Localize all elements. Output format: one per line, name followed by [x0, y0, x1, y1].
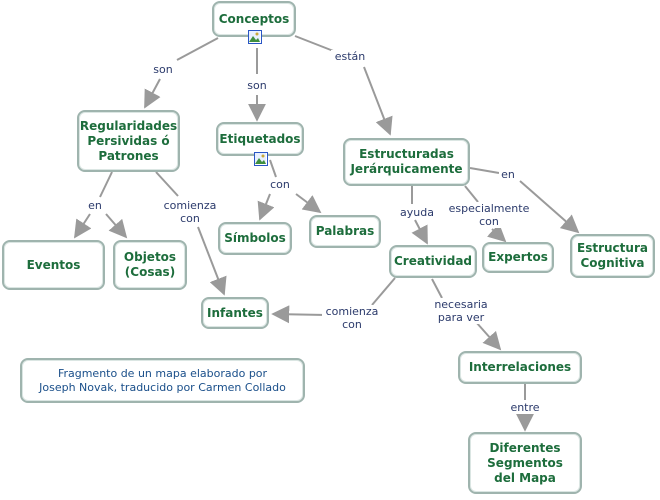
concept-node-palabras[interactable]: Palabras: [309, 215, 381, 248]
connector-conceptos-estan: [294, 35, 337, 53]
link-label-con: con: [268, 178, 292, 191]
concept-node-eventos[interactable]: Eventos: [2, 240, 105, 290]
connector-estan-estructuradas: [363, 66, 393, 136]
connector-estructuradas-en: [469, 167, 500, 174]
link-label-comienza-con-top: comienza con: [160, 199, 220, 225]
connector-en-estructura: [519, 180, 580, 234]
connector-con-simbolos: [257, 193, 275, 221]
connector-comienza-infantes-bottom: [271, 305, 327, 324]
connector-comienza-infantes: [197, 226, 227, 296]
link-label-comienza-con-bottom: comienza con: [322, 305, 382, 331]
link-label-son-left: son: [150, 63, 176, 76]
link-label-necesaria-para-ver: necesaria para ver: [430, 298, 492, 324]
concept-node-etiquetados[interactable]: Etiquetados: [216, 122, 304, 156]
connector-regularidades-en: [99, 171, 113, 198]
concept-node-objetos[interactable]: Objetos (Cosas): [113, 240, 187, 290]
concept-node-expertos[interactable]: Expertos: [482, 242, 554, 273]
connector-ayuda-creatividad: [411, 219, 428, 245]
link-label-estan: están: [331, 50, 369, 63]
connector-con-palabras: [295, 193, 322, 214]
connector-creatividad-necesaria: [431, 278, 443, 299]
link-label-especialmente-con: especialmente con: [446, 202, 532, 228]
connector-creatividad-comienza: [371, 277, 396, 306]
link-label-son-mid: son: [244, 79, 270, 92]
concept-node-interrelaciones[interactable]: Interrelaciones: [458, 351, 582, 384]
concept-node-regularidades[interactable]: Regularidades Persividas ó Patrones: [77, 110, 180, 172]
concept-node-simbolos[interactable]: Símbolos: [218, 222, 292, 255]
connector-conceptos-son: [176, 37, 219, 61]
credit-note[interactable]: Fragmento de un mapa elaborado por Josep…: [20, 358, 305, 403]
connector-etiquetados-con: [269, 159, 277, 178]
link-label-entre: entre: [506, 401, 544, 414]
connector-en-eventos: [74, 213, 92, 239]
connector-regularidades-comienza: [155, 171, 179, 197]
connector-son-regularidades: [144, 78, 161, 109]
concept-node-segmentos[interactable]: Diferentes Segmentos del Mapa: [468, 432, 582, 494]
connector-estructuradas-especialmente: [464, 185, 479, 203]
concept-node-estructuradas[interactable]: Estructuradas Jerárquicamente: [343, 138, 470, 186]
concept-node-estructura-cognitiva[interactable]: Estructura Cognitiva: [570, 234, 655, 278]
link-label-en-left: en: [86, 199, 104, 212]
link-label-en-right: en: [499, 168, 517, 181]
connector-necesaria-interrelaciones: [475, 321, 502, 351]
concept-node-creatividad[interactable]: Creatividad: [389, 245, 477, 278]
link-label-ayuda: ayuda: [398, 206, 436, 219]
concept-node-infantes[interactable]: Infantes: [201, 297, 269, 329]
concept-node-conceptos[interactable]: Conceptos: [212, 1, 296, 37]
image-resource-icon[interactable]: [248, 30, 262, 44]
connector-en-objetos: [105, 213, 128, 239]
connector-especialmente-expertos: [486, 223, 507, 243]
image-resource-icon[interactable]: [254, 152, 268, 166]
